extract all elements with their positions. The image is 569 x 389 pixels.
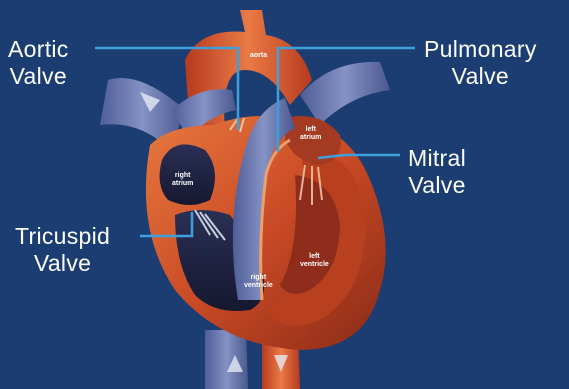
right-ventricle-label: right ventricle xyxy=(244,274,273,290)
aorta-label: aorta xyxy=(250,52,267,60)
pulmonary-valve-callout-line1: Pulmonary xyxy=(424,36,537,63)
right-atrium-label-line1: right xyxy=(172,172,193,180)
pulmonary-valve-callout: Pulmonary Valve xyxy=(424,36,537,90)
left-atrium-label-line1: left xyxy=(300,126,321,134)
aortic-valve-callout: Aortic Valve xyxy=(8,36,69,90)
leader-line-mitral xyxy=(318,155,400,158)
right-atrium-label-line2: atrium xyxy=(172,180,193,188)
aorta-label-text: aorta xyxy=(250,52,267,60)
left-ventricle-label: left ventricle xyxy=(300,253,329,269)
right-ventricle-label-line2: ventricle xyxy=(244,282,273,290)
left-atrium-label-line2: atrium xyxy=(300,134,321,142)
mitral-valve-callout-line2: Valve xyxy=(408,172,466,199)
left-ventricle-label-line2: ventricle xyxy=(300,261,329,269)
aortic-valve-callout-line2: Valve xyxy=(8,63,69,90)
right-atrium-label: right atrium xyxy=(172,172,193,188)
pulmonary-valve-callout-line2: Valve xyxy=(424,63,537,90)
left-atrium-label: left atrium xyxy=(300,126,321,142)
aortic-valve-callout-line1: Aortic xyxy=(8,36,69,63)
left-ventricle-label-line1: left xyxy=(300,253,329,261)
tricuspid-valve-callout-line1: Tricuspid xyxy=(15,223,110,250)
right-ventricle-label-line1: right xyxy=(244,274,273,282)
inferior-vena-cava xyxy=(205,330,248,389)
mitral-valve-callout-line1: Mitral xyxy=(408,145,466,172)
pulmonary-artery-right xyxy=(300,62,390,125)
tricuspid-valve-callout: Tricuspid Valve xyxy=(15,223,110,277)
tricuspid-valve-callout-line2: Valve xyxy=(15,250,110,277)
mitral-valve-callout: Mitral Valve xyxy=(408,145,466,199)
